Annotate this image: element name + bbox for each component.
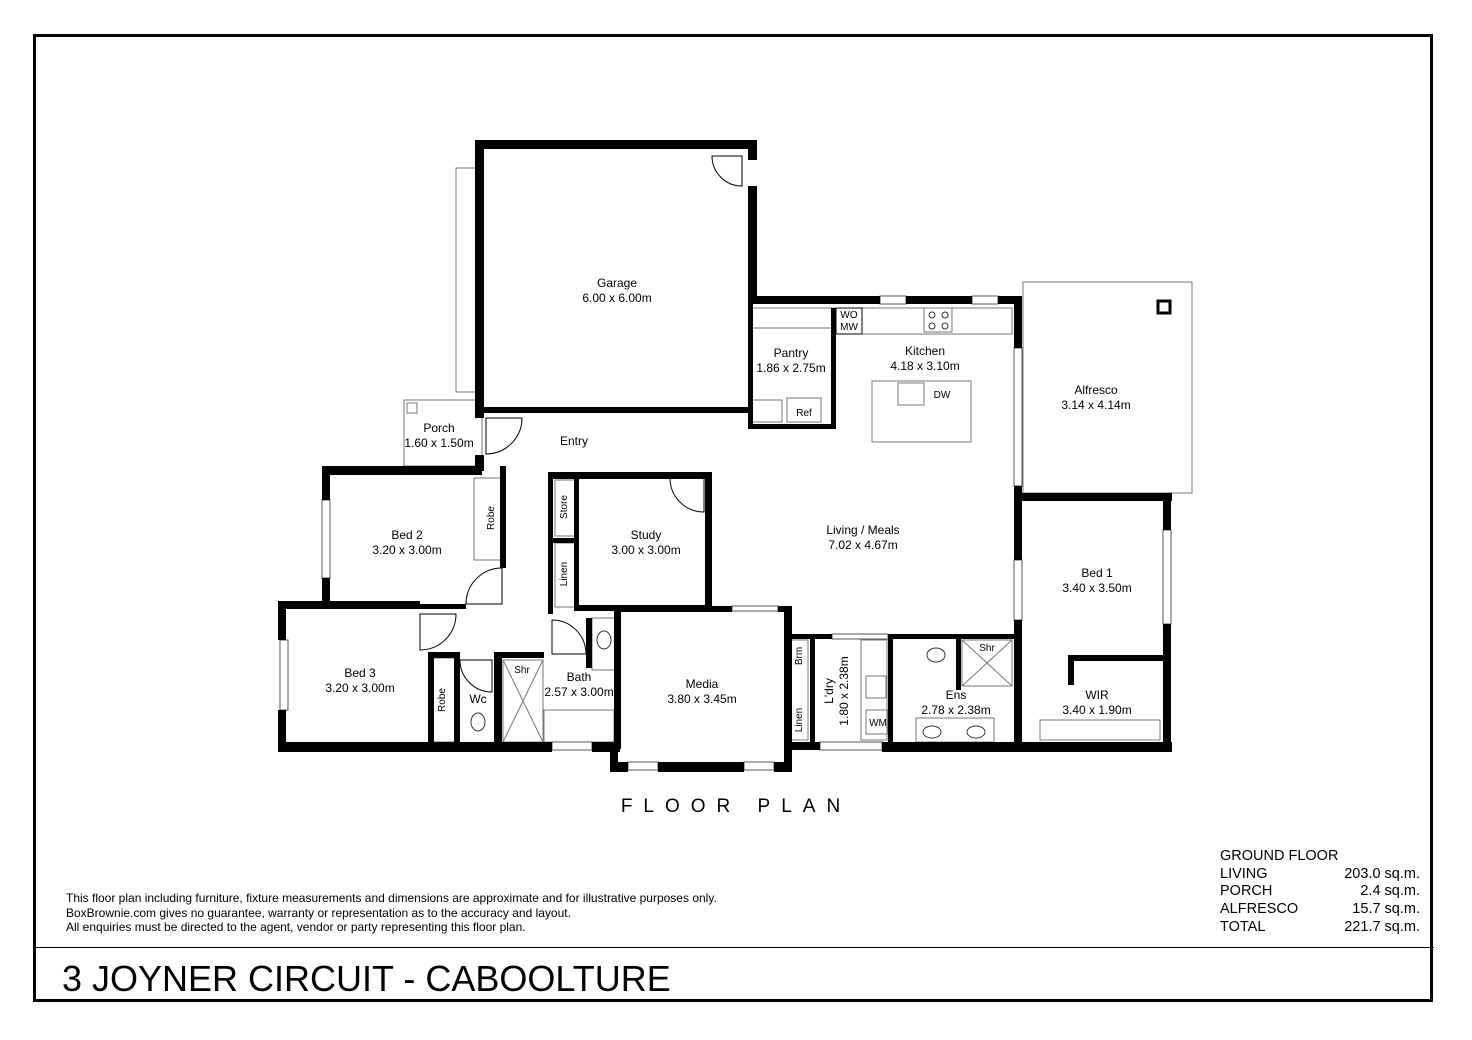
bed3-dims: 3.20 x 3.00m	[325, 681, 394, 695]
disclaimer-line: All enquiries must be directed to the ag…	[66, 920, 526, 934]
bed1-name: Bed 1	[1081, 566, 1113, 580]
disclaimer-line: This floor plan including furniture, fix…	[66, 891, 717, 905]
area-row: ALFRESCO 15.7 sq.m.	[1220, 901, 1420, 919]
sheet-border	[33, 34, 1433, 1002]
pantry-shelf-bottom	[751, 399, 783, 423]
study-name: Study	[631, 528, 662, 542]
bathtub	[543, 709, 615, 743]
plan-heading: FLOOR PLAN	[620, 796, 852, 817]
disclaimer: This floor plan including furniture, fix…	[66, 891, 717, 935]
bath-name: Bath	[567, 670, 592, 684]
bed2-robe-label: Robe	[486, 506, 497, 530]
bath-basin	[596, 630, 612, 650]
dishwasher-label: DW	[934, 390, 951, 401]
area-value: 2.4 sq.m.	[1360, 883, 1420, 900]
area-value: 203.0 sq.m.	[1344, 865, 1420, 882]
alfresco-name: Alfresco	[1074, 383, 1118, 397]
ens-name: Ens	[946, 688, 967, 702]
bed1-dims: 3.40 x 3.50m	[1062, 581, 1131, 595]
laundry-bench	[860, 639, 888, 741]
linen-label: Linen	[559, 562, 570, 586]
area-value: 15.7 sq.m.	[1352, 901, 1420, 918]
disclaimer-line: BoxBrownie.com gives no guarantee, warra…	[66, 905, 571, 920]
area-summary: GROUND FLOOR LIVING 203.0 sq.m. PORCH 2.…	[1220, 848, 1420, 937]
wir-shelf	[1039, 719, 1161, 741]
wc-door-swing	[459, 659, 493, 693]
pantry-name: Pantry	[774, 346, 809, 360]
bath-door-swing	[551, 619, 587, 655]
wc-name: Wc	[469, 692, 486, 706]
bed3-name: Bed 3	[344, 666, 376, 680]
bath-shower-label: Shr	[514, 665, 530, 676]
vanity	[591, 617, 618, 671]
fridge-label: Ref	[796, 408, 812, 419]
ens-shower-label: Shr	[979, 643, 995, 654]
porch-name: Porch	[423, 421, 454, 435]
ens-basin-1	[922, 725, 942, 739]
footer-divider	[36, 947, 1434, 948]
wir-name: WIR	[1085, 688, 1109, 702]
garage-door-swing	[711, 155, 743, 187]
bed2-name: Bed 2	[391, 528, 423, 542]
kitchen-dims: 4.18 x 3.10m	[890, 359, 959, 373]
ens-toilet	[926, 647, 946, 663]
study-door-swing	[669, 477, 705, 513]
area-row: TOTAL 221.7 sq.m.	[1220, 919, 1420, 937]
porch-dims: 1.60 x 1.50m	[404, 436, 473, 450]
microwave-label: MW	[840, 322, 858, 333]
kitchen-bench	[861, 307, 1013, 335]
ens-vanity	[915, 717, 995, 743]
garage-door	[455, 167, 479, 393]
ens-shower	[961, 639, 1013, 687]
walls	[278, 140, 1172, 772]
area-heading: GROUND FLOOR	[1220, 848, 1339, 864]
area-label: TOTAL	[1220, 918, 1266, 935]
media-dims: 3.80 x 3.45m	[667, 692, 736, 706]
wir-dims: 3.40 x 1.90m	[1062, 703, 1131, 717]
bath-dims: 2.57 x 3.00m	[544, 685, 613, 699]
kitchen-sink	[897, 382, 925, 406]
area-row: PORCH 2.4 sq.m.	[1220, 883, 1420, 901]
ens-basin-2	[966, 725, 986, 739]
laundry-linen-label: Linen	[794, 708, 805, 732]
alfresco-post	[1156, 299, 1172, 315]
pantry-dims: 1.86 x 2.75m	[756, 361, 825, 375]
porch-post	[406, 402, 418, 414]
bed2-door-swing	[465, 567, 503, 605]
alfresco-dims: 3.14 x 4.14m	[1061, 398, 1130, 412]
kitchen-island	[871, 380, 972, 443]
living-dims: 7.02 x 4.67m	[828, 538, 897, 552]
area-label: ALFRESCO	[1220, 901, 1299, 918]
garage-dims: 6.00 x 6.00m	[582, 291, 651, 305]
fridge-space	[786, 397, 822, 423]
pantry-shelf-top	[751, 307, 835, 329]
area-row: LIVING 203.0 sq.m.	[1220, 866, 1420, 884]
laundry-tub	[865, 675, 887, 699]
washing-machine-label: WM	[869, 718, 887, 729]
cooktop	[923, 307, 953, 333]
bed3-door-swing	[419, 613, 457, 651]
property-address: 3 JOYNER CIRCUIT - CABOOLTURE	[62, 958, 671, 999]
entry-name: Entry	[560, 434, 588, 448]
area-value: 221.7 sq.m.	[1344, 918, 1420, 935]
broom-label: Brm	[794, 647, 805, 665]
bed2-dims: 3.20 x 3.00m	[372, 543, 441, 557]
wc-toilet	[470, 712, 486, 732]
wall-oven-label: WO	[840, 310, 857, 321]
entry-door-swing	[485, 417, 523, 455]
area-label: LIVING	[1220, 865, 1268, 882]
ens-dims: 2.78 x 2.38m	[921, 703, 990, 717]
bed3-robe-label: Robe	[437, 688, 448, 712]
store-label: Store	[559, 495, 570, 519]
study-dims: 3.00 x 3.00m	[611, 543, 680, 557]
area-label: PORCH	[1220, 883, 1273, 900]
living-name: Living / Meals	[826, 523, 899, 537]
laundry-name: L'dry	[822, 678, 836, 704]
media-name: Media	[686, 677, 719, 691]
kitchen-name: Kitchen	[905, 344, 945, 358]
garage-name: Garage	[597, 276, 637, 290]
laundry-dims: 1.80 x 2.38m	[837, 656, 851, 725]
